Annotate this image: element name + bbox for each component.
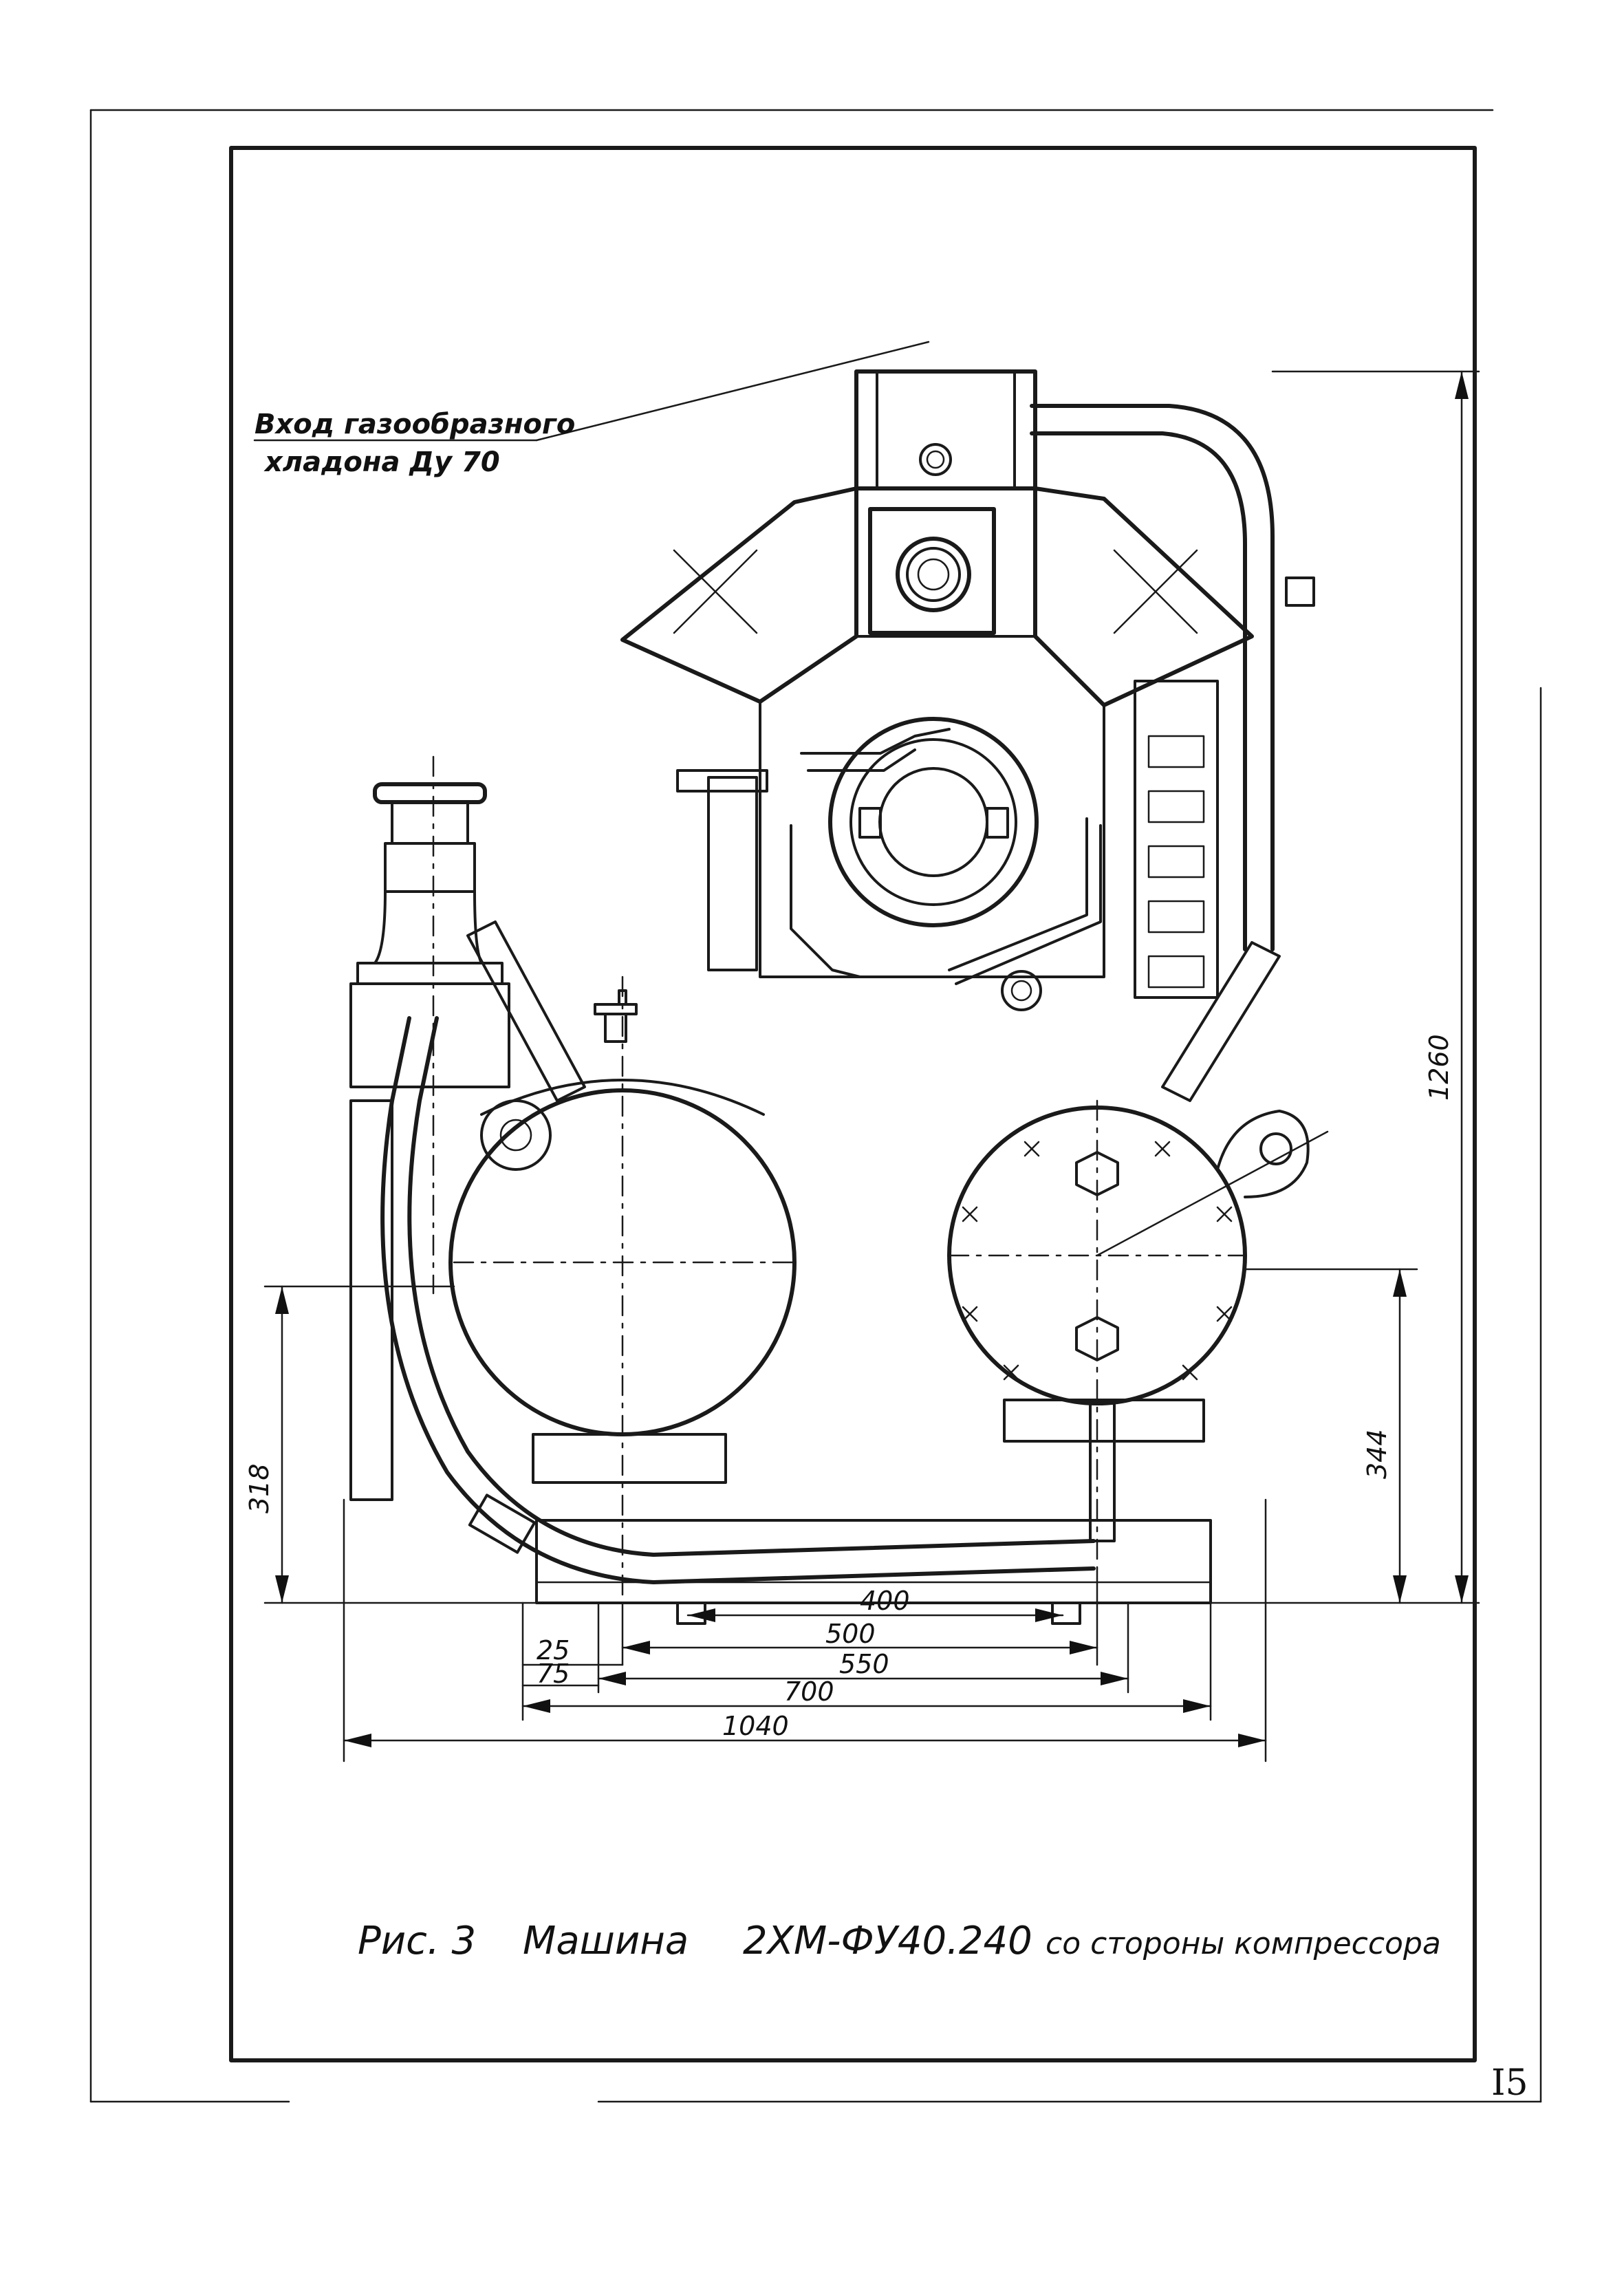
- dim-500: 500: [825, 1619, 876, 1649]
- fin-cooler: [1134, 680, 1219, 999]
- dim-25: 25: [537, 1635, 570, 1665]
- dimension-lines: [263, 370, 1480, 1762]
- dim-400: 400: [860, 1586, 910, 1616]
- top-valve: [594, 989, 638, 1043]
- compressor-head: [620, 369, 1254, 1011]
- caption-model: 2ХМ-ФУ40.240: [743, 1919, 1032, 1963]
- dim-700: 700: [784, 1676, 834, 1707]
- dim-318: 318: [244, 1463, 274, 1513]
- suction-pipe: [1030, 404, 1315, 951]
- caption-tail: со стороны компрессора: [1046, 1926, 1441, 1961]
- dim-75: 75: [537, 1659, 570, 1689]
- sheet-frame: [89, 109, 1542, 2103]
- callout-line2: хладона Ду 70: [263, 446, 500, 478]
- left-valve: [349, 755, 586, 1295]
- dim-1260: 1260: [1424, 1034, 1454, 1101]
- page-number: I5: [1491, 2062, 1528, 2104]
- caption-word: Машина: [523, 1919, 689, 1963]
- inner-frame: [229, 146, 1477, 2062]
- dim-1040: 1040: [722, 1711, 789, 1741]
- discharge-pipe: [380, 1016, 1096, 1584]
- dim-344: 344: [1362, 1429, 1392, 1479]
- right-receiver: [947, 941, 1329, 1570]
- base-frame: [349, 1099, 1212, 1625]
- inlet-callout: Вход газообразного хладона Ду 70: [253, 341, 930, 478]
- dimension-labels: 1260 344 318 400 500 25 75 550 700 1040: [244, 1034, 1454, 1741]
- left-receiver: [448, 975, 799, 1604]
- dim-550: 550: [839, 1649, 889, 1679]
- callout-line1: Вход газообразного: [255, 409, 575, 440]
- caption-fig: Рис. 3: [358, 1919, 476, 1963]
- figure-caption: Рис. 3 Машина 2ХМ-ФУ40.240 со стороны ко…: [358, 1919, 1441, 1963]
- bolt-marks: [962, 1141, 1233, 1381]
